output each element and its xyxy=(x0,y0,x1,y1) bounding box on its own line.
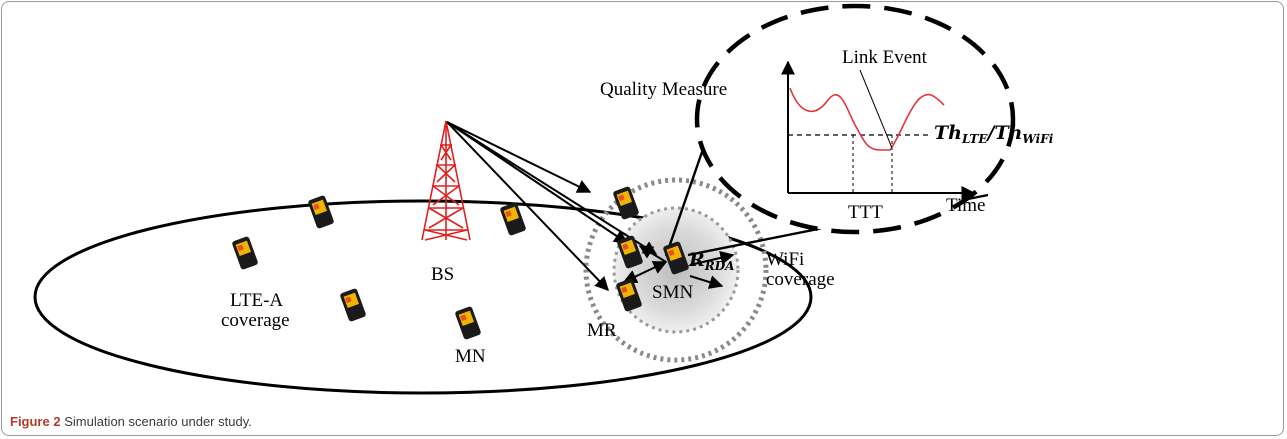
bs-to-upper-phone-arrow xyxy=(446,121,592,193)
quality-curve xyxy=(789,87,945,151)
smn-label: SMN xyxy=(652,282,693,303)
mobile-phone-icon xyxy=(339,287,367,323)
bs-label: BS xyxy=(431,264,454,285)
time-label: Time xyxy=(946,195,985,216)
wifi-coverage-outer-circle xyxy=(583,177,769,363)
lte-coverage-label-line2: coverage xyxy=(221,310,290,331)
link-event-label: Link Event xyxy=(842,47,928,68)
bs-to-mr-arrow xyxy=(446,121,629,244)
cell-tower-icon xyxy=(421,120,471,241)
bs-to-smn-arrow xyxy=(446,121,658,255)
bs-links xyxy=(446,121,658,292)
figure-label: Figure 2 xyxy=(10,414,61,429)
figure-caption: Figure 2 Simulation scenario under study… xyxy=(10,414,252,429)
quality-chart xyxy=(781,60,976,200)
wifi-coverage-label-line2: coverage xyxy=(766,269,835,290)
wifi-coverage-label-line1: WiFi xyxy=(766,249,804,270)
mobile-phone-icon xyxy=(307,194,335,230)
mr-label: MR xyxy=(587,320,617,341)
lte-coverage-label-line1: LTE-A xyxy=(230,290,283,311)
bs-to-mr2-arrow xyxy=(446,121,609,292)
mobile-phone-icon xyxy=(499,201,527,237)
mobile-phone-icon xyxy=(231,235,259,271)
r-rda-label: RRDA xyxy=(688,249,735,273)
threshold-label: ThLTE/ThWiFi xyxy=(934,122,1054,146)
mobile-phone-icon xyxy=(454,305,482,341)
caption-text: Simulation scenario under study xyxy=(64,414,249,429)
ttt-label: TTT xyxy=(848,202,883,223)
quality-measure-label: Quality Measure xyxy=(600,79,727,100)
link-event-pointer xyxy=(859,69,893,149)
quality-zoom-ellipse xyxy=(694,3,1016,235)
mn-label: MN xyxy=(455,346,486,367)
smn-links xyxy=(622,245,735,289)
lte-coverage-ellipse xyxy=(33,199,813,395)
